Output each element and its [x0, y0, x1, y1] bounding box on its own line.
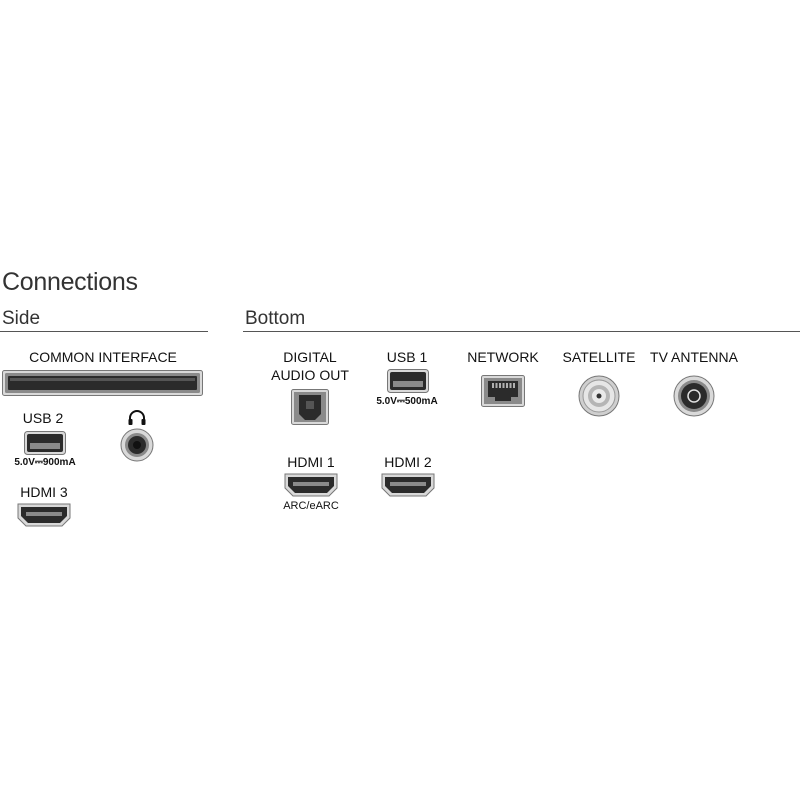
section-divider-side [0, 331, 208, 332]
section-divider-bottom [243, 331, 800, 332]
ethernet-port-icon[interactable] [481, 375, 525, 407]
section-heading-bottom: Bottom [245, 308, 306, 329]
section-heading-side: Side [2, 308, 41, 329]
usb2-spec: 5.0V⎓900mA [14, 457, 76, 468]
common-interface-slot-icon [2, 370, 203, 396]
hdmi-port-icon[interactable] [283, 473, 339, 497]
hdmi3-label: HDMI 3 [20, 484, 68, 500]
common-interface-label: COMMON INTERFACE [29, 349, 177, 365]
usb1-spec: 5.0V⎓500mA [376, 396, 438, 407]
satellite-label: SATELLITE [562, 349, 636, 365]
tv-antenna-label: TV ANTENNA [650, 349, 738, 365]
digital-audio-out-label-line1: DIGITAL [283, 349, 337, 365]
network-label: NETWORK [467, 349, 539, 365]
digital-audio-out-label-line2: AUDIO OUT [271, 367, 349, 383]
hdmi-port-icon[interactable] [380, 473, 436, 497]
usb-port-icon[interactable] [24, 431, 66, 455]
hdmi2-label: HDMI 2 [384, 454, 432, 470]
headphone-icon [128, 410, 146, 426]
usb1-label: USB 1 [386, 349, 428, 365]
audio-jack-icon[interactable] [120, 428, 154, 462]
usb2-label: USB 2 [22, 410, 64, 426]
hdmi-port-icon[interactable] [16, 503, 72, 527]
antenna-connector-icon[interactable] [673, 375, 715, 417]
usb-port-icon[interactable] [387, 369, 429, 393]
optical-audio-port-icon[interactable] [291, 389, 329, 425]
satellite-connector-icon[interactable] [578, 375, 620, 417]
page-title: Connections [2, 268, 138, 296]
hdmi1-spec: ARC/eARC [283, 500, 339, 512]
hdmi1-label: HDMI 1 [287, 454, 335, 470]
